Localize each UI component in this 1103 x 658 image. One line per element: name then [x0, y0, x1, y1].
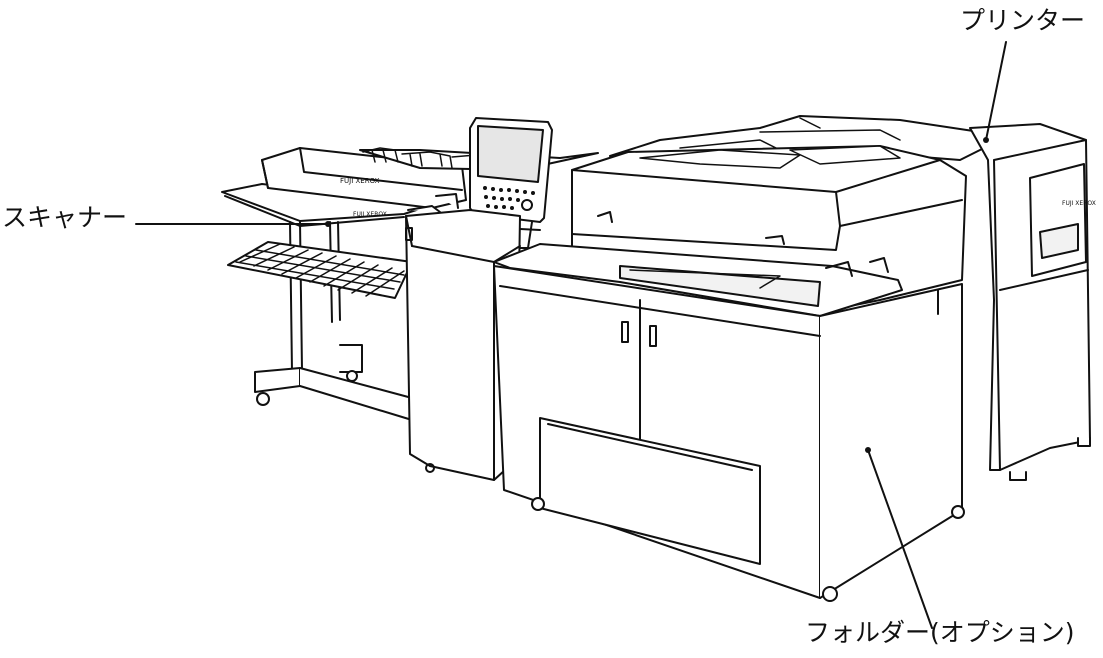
paper-shelf: [227, 241, 413, 299]
folder-callout-label: フォルダー(オプション): [805, 618, 1075, 647]
scanner-logo: FUJI XEROX: [340, 177, 380, 185]
folder-leader-dot: [865, 447, 871, 453]
scanner-callout-label: スキャナー: [2, 203, 128, 232]
scanner-front-logo: FUJI XEROX: [353, 211, 387, 218]
printer-leader-dot: [983, 137, 989, 143]
scanner-leader-dot: [325, 221, 331, 227]
start-button: [521, 199, 533, 211]
keypad-buttons: [483, 186, 535, 210]
scanner-stand: [254, 221, 413, 421]
printer-logo: FUJI XEROX: [1062, 200, 1096, 207]
printer-callout-label: プリンター: [960, 6, 1086, 35]
callout-leaders: [135, 41, 1007, 629]
folder-unit: [493, 145, 967, 602]
printer-leader-line: [985, 41, 1007, 141]
folder-leader-line: [867, 449, 933, 629]
